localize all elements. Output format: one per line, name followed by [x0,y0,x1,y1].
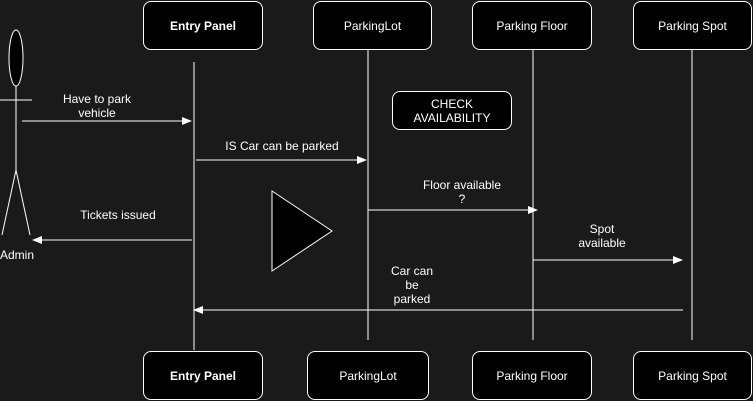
participant-label: ParkingLot [343,18,402,33]
participant-label: Parking Floor [496,18,568,33]
message-label-5: Car can be parked [382,264,442,306]
message-line: Floor available [422,178,502,192]
participant-label: Entry Panel [169,18,237,33]
message-line: ? [458,192,466,206]
participant-label: Parking Floor [496,368,568,383]
message-line: Spot [589,222,615,236]
message-label-1: Have to park vehicle [52,92,142,120]
participant-parking-lot-top: ParkingLot [313,1,432,50]
participant-parking-floor-top: Parking Floor [472,1,592,50]
participant-parking-spot-bottom: Parking Spot [633,351,752,400]
message-line: vehicle [78,106,116,120]
participant-parking-lot-bottom: ParkingLot [307,351,429,400]
message-line: available [578,236,626,250]
participant-label: Parking Spot [658,368,727,383]
participant-entry-panel-bottom: Entry Panel [143,351,263,400]
note-line: CHECK [430,96,473,111]
note-line: AVAILABILITY [413,110,491,125]
message-label-6: Tickets issued [80,208,156,222]
participant-label: Entry Panel [169,368,237,383]
play-triangle-icon [271,190,333,272]
participant-parking-spot-top: Parking Spot [633,1,752,50]
message-label-3: Floor available ? [412,178,512,206]
message-line: be [405,278,419,292]
participant-parking-floor-bottom: Parking Floor [472,351,592,400]
message-label-2: IS Car can be parked [225,139,339,153]
participant-label: ParkingLot [339,368,397,383]
participant-label: Parking Spot [658,18,727,33]
actor-label: Admin [0,248,35,262]
message-label-4: Spot available [566,222,638,250]
message-line: Car can [390,264,434,278]
admin-actor-icon [0,29,32,236]
check-availability-note: CHECK AVAILABILITY [392,91,512,130]
participant-entry-panel-top: Entry Panel [143,1,263,50]
message-line: parked [393,292,431,306]
message-line: Have to park [62,92,132,106]
